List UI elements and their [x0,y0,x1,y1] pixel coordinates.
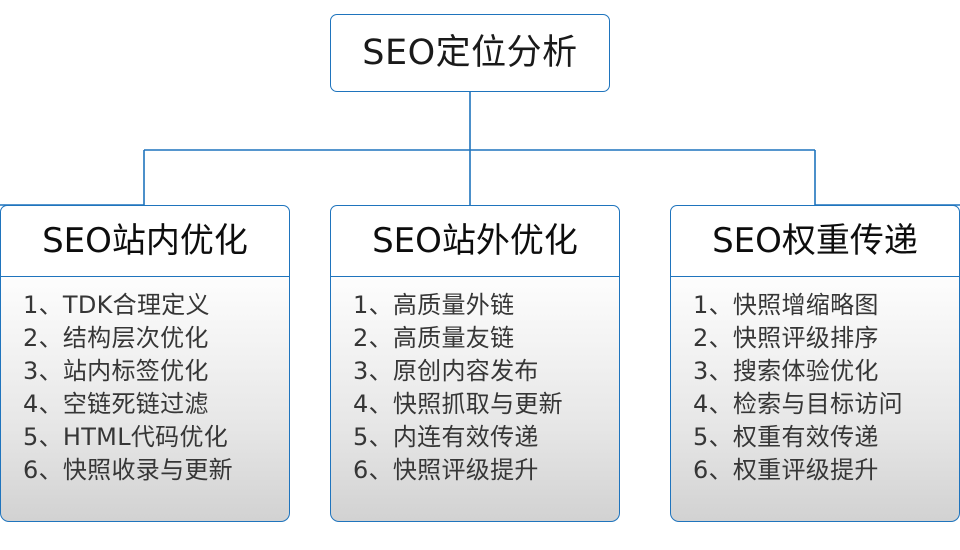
list-item-text: 高质量友链 [392,324,515,352]
list-item-text: TDK合理定义 [62,291,210,319]
list-item: 4、检索与目标访问 [693,388,959,421]
branch-list-1: 1、TDK合理定义 2、结构层次优化 3、站内标签优化 4、空链死链过滤 5、H… [1,289,289,487]
list-item-index: 4、 [693,390,733,418]
list-item: 1、高质量外链 [353,289,619,322]
list-item-text: 原创内容发布 [392,357,539,385]
branch-list-2: 1、高质量外链 2、高质量友链 3、原创内容发布 4、快照抓取与更新 5、内连有… [331,289,619,487]
list-item: 5、权重有效传递 [693,421,959,454]
list-item: 6、快照评级提升 [353,454,619,487]
list-item-text: 检索与目标访问 [732,390,903,418]
list-item: 4、快照抓取与更新 [353,388,619,421]
list-item-text: 搜索体验优化 [732,357,879,385]
list-item-text: 权重有效传递 [732,423,879,451]
list-item-index: 1、 [23,291,63,319]
branch-header-1[interactable]: SEO站内优化 [0,205,290,277]
branch-header-3[interactable]: SEO权重传递 [670,205,960,277]
list-item-index: 1、 [693,291,733,319]
branch-header-label-1: SEO站内优化 [42,221,248,261]
branch-column-1: SEO站内优化 1、TDK合理定义 2、结构层次优化 3、站内标签优化 4、空链… [0,205,290,522]
list-item-text: 结构层次优化 [62,324,209,352]
list-item-index: 2、 [23,324,63,352]
list-item-index: 5、 [23,423,63,451]
list-item-index: 3、 [693,357,733,385]
branch-header-label-2: SEO站外优化 [372,221,578,261]
list-item-text: 快照评级提升 [392,456,539,484]
list-item-index: 3、 [353,357,393,385]
branch-body-1: 1、TDK合理定义 2、结构层次优化 3、站内标签优化 4、空链死链过滤 5、H… [0,277,290,522]
list-item: 6、权重评级提升 [693,454,959,487]
branch-body-2: 1、高质量外链 2、高质量友链 3、原创内容发布 4、快照抓取与更新 5、内连有… [330,277,620,522]
list-item-index: 1、 [353,291,393,319]
list-item-index: 3、 [23,357,63,385]
list-item-text: 内连有效传递 [392,423,539,451]
list-item: 2、结构层次优化 [23,322,289,355]
list-item: 1、快照增缩略图 [693,289,959,322]
branch-body-3: 1、快照增缩略图 2、快照评级排序 3、搜索体验优化 4、检索与目标访问 5、权… [670,277,960,522]
list-item-index: 5、 [693,423,733,451]
list-item-text: 权重评级提升 [732,456,879,484]
list-item-index: 2、 [693,324,733,352]
list-item-text: 快照评级排序 [732,324,879,352]
list-item-index: 2、 [353,324,393,352]
list-item-index: 6、 [23,456,63,484]
list-item-text: 空链死链过滤 [62,390,209,418]
root-node-label: SEO定位分析 [362,32,578,73]
list-item: 5、HTML代码优化 [23,421,289,454]
list-item-index: 4、 [23,390,63,418]
list-item: 3、搜索体验优化 [693,355,959,388]
branch-header-label-3: SEO权重传递 [712,221,918,261]
list-item-index: 5、 [353,423,393,451]
list-item: 2、快照评级排序 [693,322,959,355]
list-item: 4、空链死链过滤 [23,388,289,421]
root-node[interactable]: SEO定位分析 [330,14,610,92]
list-item: 3、站内标签优化 [23,355,289,388]
list-item-text: HTML代码优化 [62,423,229,451]
list-item: 2、高质量友链 [353,322,619,355]
branch-header-2[interactable]: SEO站外优化 [330,205,620,277]
list-item: 5、内连有效传递 [353,421,619,454]
list-item-text: 高质量外链 [392,291,515,319]
list-item: 3、原创内容发布 [353,355,619,388]
list-item: 1、TDK合理定义 [23,289,289,322]
list-item-text: 站内标签优化 [62,357,209,385]
branch-column-3: SEO权重传递 1、快照增缩略图 2、快照评级排序 3、搜索体验优化 4、检索与… [670,205,960,522]
branch-list-3: 1、快照增缩略图 2、快照评级排序 3、搜索体验优化 4、检索与目标访问 5、权… [671,289,959,487]
list-item-index: 6、 [353,456,393,484]
list-item-index: 4、 [353,390,393,418]
branch-column-2: SEO站外优化 1、高质量外链 2、高质量友链 3、原创内容发布 4、快照抓取与… [330,205,620,522]
list-item-text: 快照收录与更新 [62,456,233,484]
list-item: 6、快照收录与更新 [23,454,289,487]
list-item-text: 快照增缩略图 [732,291,879,319]
list-item-index: 6、 [693,456,733,484]
list-item-text: 快照抓取与更新 [392,390,563,418]
